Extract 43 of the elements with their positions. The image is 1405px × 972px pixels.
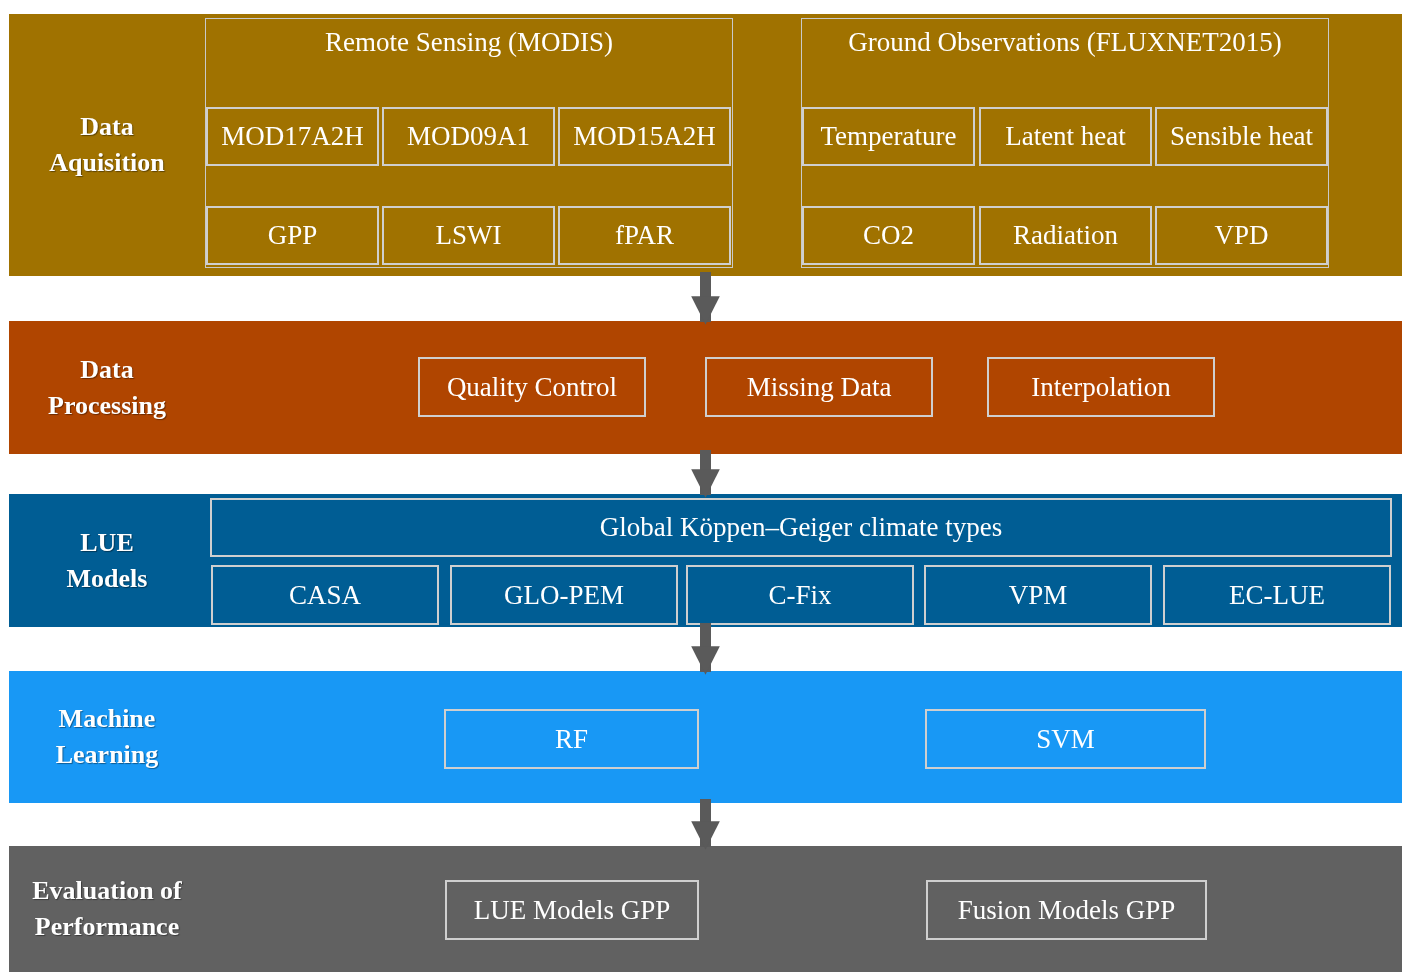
item-box: SVM <box>925 709 1206 769</box>
arrow <box>691 272 720 325</box>
stage-heading: Evaluation of Performance <box>31 875 183 943</box>
group-frame <box>205 18 733 268</box>
item-box: Latent heat <box>979 107 1152 166</box>
arrow <box>691 623 720 675</box>
arrow <box>691 450 720 498</box>
item-box: CASA <box>211 565 439 625</box>
group-frame <box>801 18 1329 268</box>
item-box: Fusion Models GPP <box>926 880 1207 940</box>
item-box: RF <box>444 709 699 769</box>
stage-band <box>9 671 1402 803</box>
item-box: Missing Data <box>705 357 933 417</box>
item-box: GPP <box>206 206 379 265</box>
item-box: Temperature <box>802 107 975 166</box>
stage-band <box>9 494 1402 627</box>
item-box: VPD <box>1155 206 1328 265</box>
stage-heading: Machine Learning <box>54 703 160 771</box>
item-box: LSWI <box>382 206 555 265</box>
item-box: CO2 <box>802 206 975 265</box>
stage-heading: LUE Models <box>65 526 149 595</box>
group-title: Remote Sensing (MODIS) <box>324 27 614 58</box>
item-box: VPM <box>924 565 1152 625</box>
item-box: fPAR <box>558 206 731 265</box>
stage-heading: Data Processing <box>47 353 167 422</box>
item-box: GLO-PEM <box>450 565 678 625</box>
group-title: Ground Observations (FLUXNET2015) <box>847 27 1283 58</box>
item-box: Radiation <box>979 206 1152 265</box>
stage-band <box>9 14 1402 276</box>
item-box: C-Fix <box>686 565 914 625</box>
item-box: Global Köppen–Geiger climate types <box>210 498 1392 557</box>
item-box: Sensible heat <box>1155 107 1328 166</box>
item-box: MOD09A1 <box>382 107 555 166</box>
item-box: MOD15A2H <box>558 107 731 166</box>
item-box: Quality Control <box>418 357 646 417</box>
stage-band <box>9 846 1402 972</box>
item-box: Interpolation <box>987 357 1215 417</box>
arrow <box>691 799 720 850</box>
item-box: EC-LUE <box>1163 565 1391 625</box>
item-box: LUE Models GPP <box>445 880 699 940</box>
stage-heading: Data Aquisition <box>48 111 166 179</box>
stage-band <box>9 321 1402 454</box>
item-box: MOD17A2H <box>206 107 379 166</box>
